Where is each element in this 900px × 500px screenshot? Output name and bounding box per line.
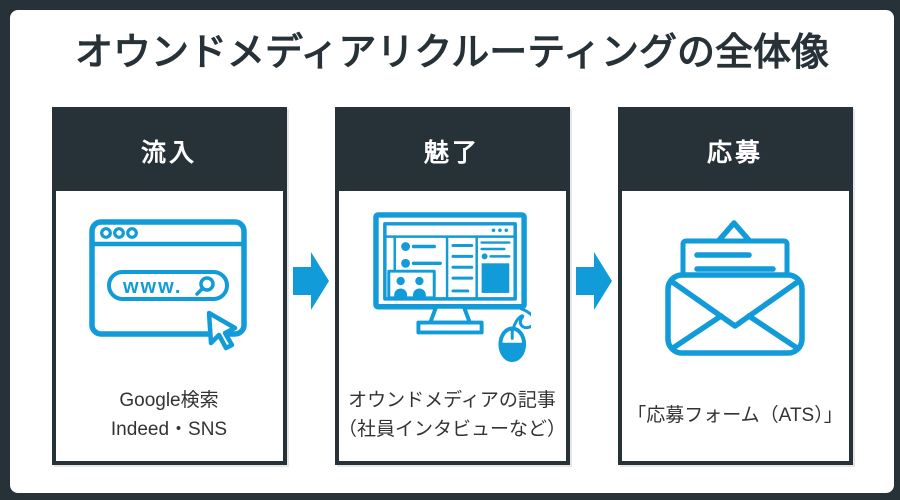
step-header-attract: 魅了 [338,111,566,191]
step-header-inflow: 流入 [55,111,283,191]
monitor-screen [383,222,517,301]
monitor-stand [428,304,472,325]
step-box-inflow: 流入 www. [51,107,287,465]
people-photo-icon [394,276,426,298]
caption-line: オウンドメディアの記事 [348,390,556,411]
envelope-body [665,272,805,356]
mouse-cable [511,307,531,330]
url-text: www. [122,276,182,298]
step-caption: Google検索 Indeed・SNS [56,383,283,447]
envelope-fold [668,278,802,329]
caption-line: （社員インタビューなど） [338,419,567,440]
flow-arrow [570,107,618,465]
cursor-icon [206,310,238,351]
flow-arrow [287,107,335,465]
step-box-apply: 応募 「応募フォーム（ATS）」 [617,107,853,465]
flow-diagram: 流入 www. [10,107,894,465]
right-arrow-icon [575,252,612,310]
url-pill [107,270,229,301]
caption-line: Google検索 [119,390,219,411]
screen-dots-icon [491,228,509,232]
monitor-base [416,320,484,335]
step-caption: 「応募フォーム（ATS）」 [622,383,849,447]
step-icon-zone [339,191,566,383]
page-title: オウンドメディアリクルーティングの全体像 [75,32,829,74]
step-icon-zone: www. [56,191,283,383]
step-caption: オウンドメディアの記事 （社員インタビューなど） [338,383,567,447]
open-envelope-icon [665,220,805,356]
card: オウンドメディアリクルーティングの全体像 流入 www. [10,10,894,493]
magnifier-icon [195,276,215,296]
step-header-apply: 応募 [621,111,849,191]
step-icon-zone [622,191,849,383]
monitor-article-icon [373,212,531,363]
right-arrow-icon [292,252,329,310]
mouse-icon [498,326,527,363]
traffic-dots-icon [100,227,138,239]
browser-search-icon: www. [89,219,247,351]
caption-line: Indeed・SNS [110,419,228,440]
browser-window [89,219,247,337]
caption-line: 「応募フォーム（ATS）」 [627,404,843,426]
step-box-attract: 魅了 [334,107,570,465]
